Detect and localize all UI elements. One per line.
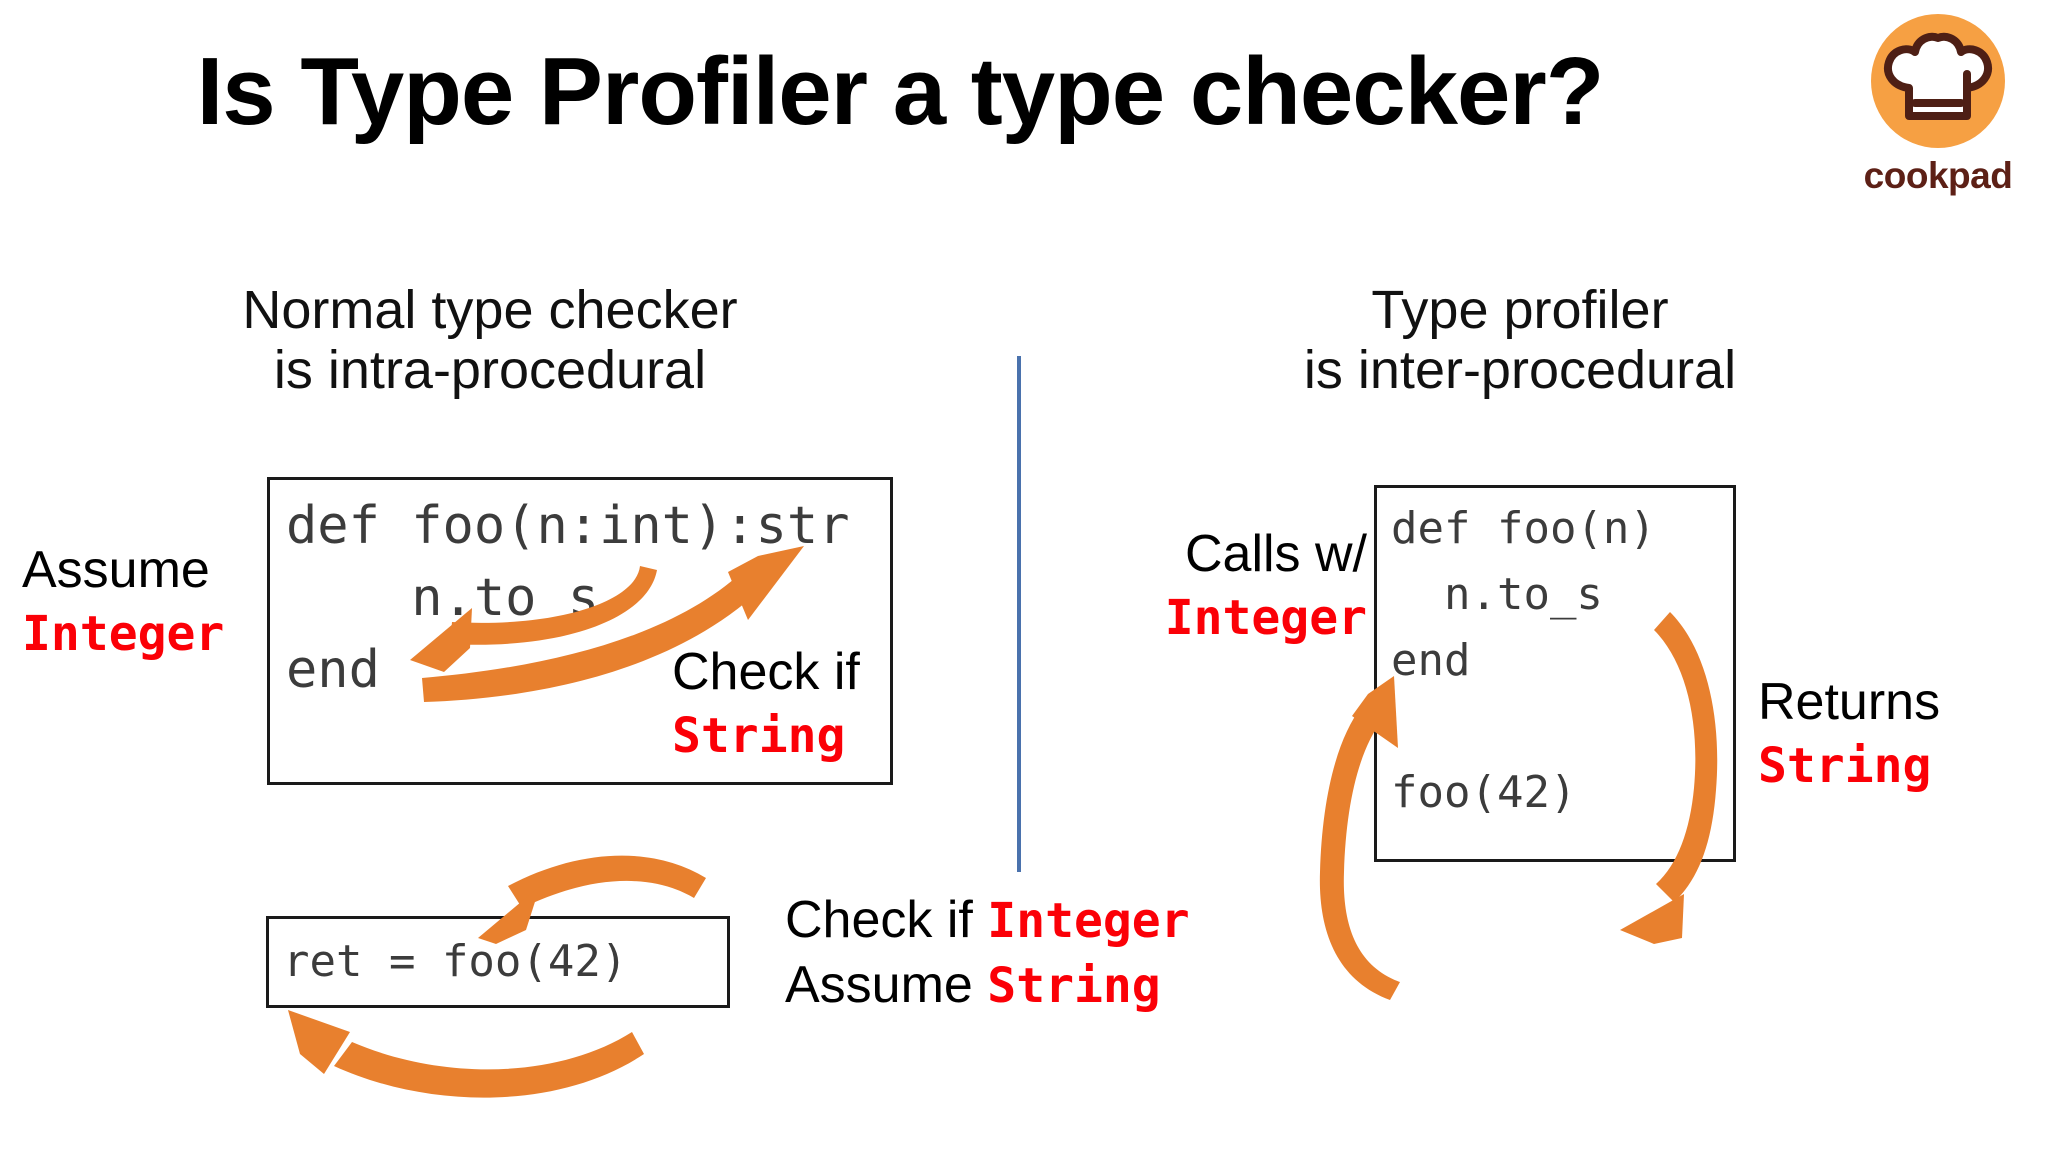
left-column-heading: Normal type checker is intra-procedural [242,280,738,400]
caller-assume-prefix-text: Assume [785,956,973,1014]
caller-assume-line: Assume String [785,953,1190,1018]
caller-assume-type-string: String [987,958,1161,1014]
cookpad-wordmark: cookpad [1863,155,2013,196]
arrow-caller-return-assume [288,1010,644,1098]
check-prefix-text: Check if [672,643,860,701]
code-block-whole-program: def foo(n) n.to_s end foo(42) [1374,485,1736,862]
column-divider [1017,356,1021,872]
label-check-if-string: Check if String [672,640,860,768]
label-caller-check-assume: Check if Integer Assume String [785,888,1190,1018]
returns-prefix-text: Returns [1758,673,1941,731]
returns-type-string: String [1758,738,1932,794]
chef-hat-icon [1884,32,1992,120]
code-block-caller: ret = foo(42) [266,916,730,1008]
assume-prefix-text: Assume [22,541,210,599]
cookpad-logo: cookpad [1854,14,2022,224]
right-column-heading: Type profiler is inter-procedural [1303,280,1737,400]
calls-type-integer: Integer [1164,590,1367,646]
label-assume-integer: Assume Integer [22,538,224,666]
caller-check-prefix-text: Check if [785,891,973,949]
calls-prefix-text: Calls w/ [1184,525,1367,583]
label-calls-with-integer: Calls w/ Integer [1097,522,1367,650]
label-returns-string: Returns String [1758,670,1940,798]
assume-type-integer: Integer [22,606,225,662]
check-type-string: String [672,708,846,764]
page-title: Is Type Profiler a type checker? [196,38,1605,145]
caller-check-type-integer: Integer [987,893,1190,949]
caller-check-line: Check if Integer [785,888,1190,953]
